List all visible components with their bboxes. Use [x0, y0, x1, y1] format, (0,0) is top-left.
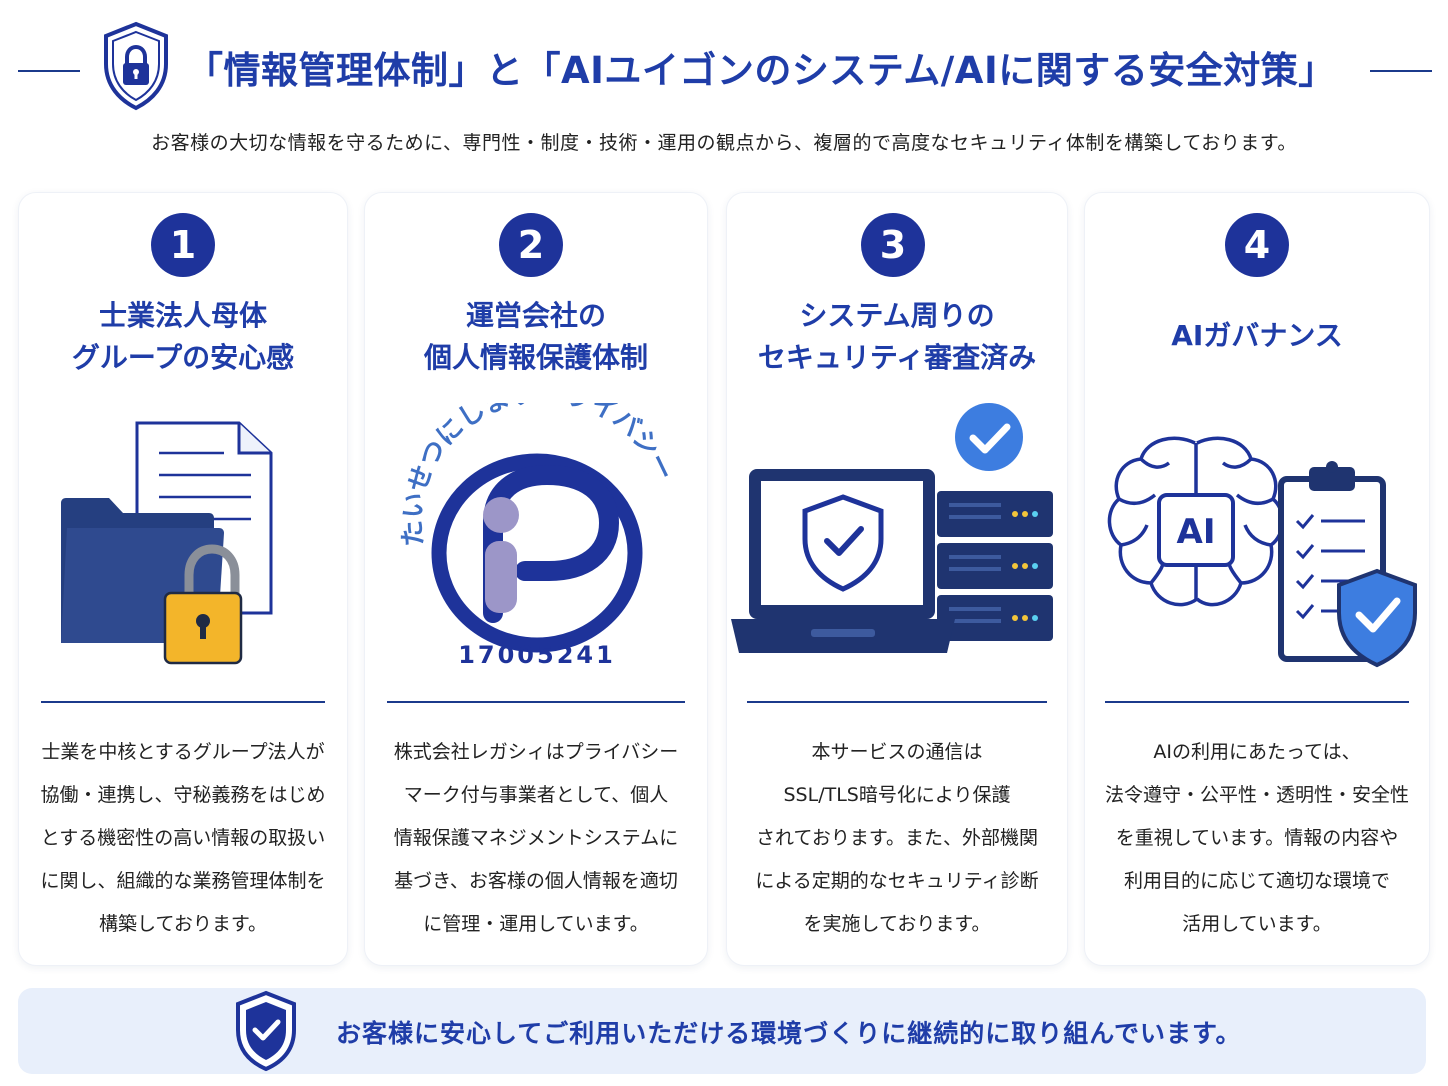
card-title-line: 個人情報保護体制 [423, 341, 648, 374]
card-body-line: に管理・運用しています。 [423, 913, 649, 935]
card-number: 2 [499, 213, 563, 277]
lock-shield-icon [104, 21, 168, 111]
privacy-mark-icon: たいせつにしますプライバシー 17005241 [398, 403, 680, 669]
card-number: 4 [1225, 213, 1289, 277]
check-badge-icon [955, 403, 1023, 471]
shield-check-icon [236, 990, 296, 1072]
card-title-line: 士業法人母体 [98, 299, 267, 332]
card-body-line: マーク付与事業者として、個人 [403, 784, 669, 806]
card-body-line: に関し、組織的な業務管理体制を [40, 870, 326, 892]
card-body: 士業を中核とするグループ法人が 協働・連携し、守秘義務をはじめ とする機密性の高… [27, 731, 339, 946]
card-number: 3 [861, 213, 925, 277]
card-body-line: 本サービスの通信は [811, 741, 983, 763]
card-system-security: 3 システム周りの セキュリティ審査済み [726, 192, 1068, 966]
card-body-line: 情報保護マネジメントシステムに [393, 827, 679, 849]
card-body-line: 法令遵守・公平性・透明性・安全性 [1104, 784, 1409, 806]
card-divider [41, 701, 325, 703]
card-title: 運営会社の 個人情報保護体制 [365, 295, 707, 379]
card-divider [1105, 701, 1409, 703]
card-body: 本サービスの通信は SSL/TLS暗号化により保護 されております。また、外部機… [735, 731, 1059, 946]
card-body-line: 利用目的に応じて適切な環境で [1123, 870, 1390, 892]
server-icon [937, 491, 1053, 641]
card-title: AIガバナンス [1085, 315, 1429, 357]
card-body-line: 協働・連携し、守秘義務をはじめ [40, 784, 326, 806]
shield-check-icon [802, 494, 884, 592]
card-body: 株式会社レガシィはプライバシー マーク付与事業者として、個人 情報保護マネジメン… [373, 731, 699, 946]
header: 「情報管理体制」と「AIユイゴンのシステム/AIに関する安全対策」 [0, 20, 1448, 120]
card-body-line: されております。また、外部機関 [756, 827, 1038, 849]
card-number: 1 [151, 213, 215, 277]
page-subtitle: お客様の大切な情報を守るために、専門性・制度・技術・運用の観点から、複層的で高度… [151, 132, 1297, 154]
card-body-line: を重視しています。情報の内容や [1115, 827, 1399, 849]
card-body: AIの利用にあたっては、 法令遵守・公平性・透明性・安全性 を重視しています。情… [1093, 731, 1421, 946]
header-rule-right [1370, 70, 1432, 72]
card-title: システム周りの セキュリティ審査済み [727, 295, 1067, 379]
privacy-mark-number: 17005241 [458, 641, 616, 669]
card-body-line: SSL/TLS暗号化により保護 [783, 784, 1011, 806]
card-title: 士業法人母体 グループの安心感 [19, 295, 347, 379]
page-title: 「情報管理体制」と「AIユイゴンのシステム/AIに関する安全対策」 [186, 49, 1336, 92]
footer-banner: お客様に安心してご利用いただける環境づくりに継続的に取り組んでいます。 [18, 988, 1426, 1074]
shield-check-icon [1337, 568, 1417, 668]
laptop-server-illustration [731, 403, 1053, 653]
footer-text: お客様に安心してご利用いただける環境づくりに継続的に取り組んでいます。 [336, 1019, 1242, 1048]
card-title-line: システム周りの [799, 299, 995, 332]
card-title-line: 運営会社の [465, 299, 606, 332]
card-title-line: グループの安心感 [71, 341, 295, 374]
card-body-line: 構築しております。 [99, 913, 267, 935]
padlock-icon [163, 544, 243, 665]
card-ai-governance: 4 AIガバナンス AI [1084, 192, 1430, 966]
card-body-line: とする機密性の高い情報の取扱い [40, 827, 326, 849]
card-body-line: による定期的なセキュリティ診断 [755, 870, 1039, 892]
card-body-line: を実施しております。 [803, 913, 991, 935]
card-body-line: 士業を中核とするグループ法人が [41, 741, 325, 763]
card-divider [747, 701, 1047, 703]
card-title-line: AIガバナンス [1171, 319, 1343, 352]
card-privacy: 2 運営会社の 個人情報保護体制 たいせつにしますプライバシー 17005241… [364, 192, 708, 966]
header-rule-left [18, 70, 80, 72]
card-body-line: 活用しています。 [1182, 913, 1332, 935]
card-body-line: AIの利用にあたっては、 [1153, 741, 1361, 763]
card-body-line: 基づき、お客様の個人情報を適切 [394, 870, 678, 892]
ai-chip-label: AI [1177, 512, 1216, 552]
card-title-line: セキュリティ審査済み [757, 341, 1037, 374]
card-group-trust: 1 士業法人母体 グループの安心感 士業を中核とするグループ法人が 協働・連携し… [18, 192, 348, 966]
card-divider [387, 701, 685, 703]
card-body-line: 株式会社レガシィはプライバシー [393, 741, 679, 763]
ai-governance-illustration: AI [1107, 436, 1417, 668]
folder-document-lock-illustration [61, 421, 273, 665]
